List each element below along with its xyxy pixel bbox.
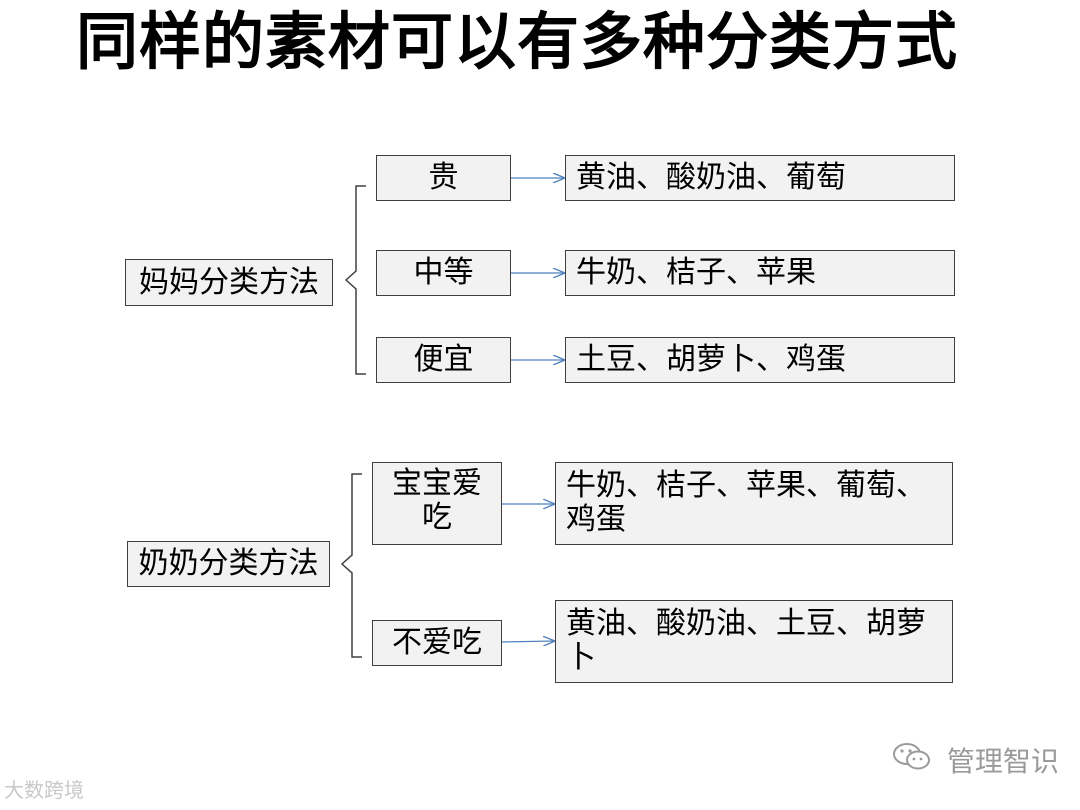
- watermark-right: 管理智识: [892, 740, 1059, 780]
- items-dislikes-line2: 卜: [566, 640, 596, 675]
- group-mom-label: 妈妈分类方法: [125, 259, 333, 306]
- category-cheap: 便宜: [376, 337, 511, 383]
- items-baby-likes: 牛奶、桔子、苹果、葡萄、 鸡蛋: [555, 462, 953, 545]
- items-baby-likes-line1: 牛奶、桔子、苹果、葡萄、: [566, 468, 926, 503]
- page-title: 同样的素材可以有多种分类方式: [76, 5, 959, 78]
- category-baby-likes-line2: 吃: [422, 500, 452, 535]
- category-baby-likes: 宝宝爱 吃: [372, 462, 502, 545]
- watermark-right-text: 管理智识: [946, 745, 1059, 778]
- category-medium: 中等: [376, 250, 511, 296]
- watermark-left-text: 大数跨境: [4, 778, 84, 802]
- bracket-grandma: [340, 473, 362, 658]
- arrow-dislikes: [501, 641, 554, 642]
- items-cheap: 土豆、胡萝卜、鸡蛋: [565, 337, 955, 383]
- items-dislikes-line1: 黄油、酸奶油、土豆、胡萝: [566, 606, 926, 641]
- items-medium: 牛奶、桔子、苹果: [565, 250, 955, 296]
- category-baby-likes-line1: 宝宝爱: [392, 466, 482, 501]
- wechat-icon: [892, 743, 941, 778]
- category-expensive: 贵: [376, 155, 511, 201]
- bracket-mom: [344, 185, 366, 375]
- category-dislikes: 不爱吃: [372, 620, 502, 666]
- items-dislikes: 黄油、酸奶油、土豆、胡萝 卜: [555, 600, 953, 683]
- group-grandma-label: 奶奶分类方法: [127, 541, 330, 587]
- items-baby-likes-line2: 鸡蛋: [566, 502, 626, 537]
- watermark-left: 大数跨境: [4, 774, 84, 803]
- items-expensive: 黄油、酸奶油、葡萄: [565, 155, 955, 201]
